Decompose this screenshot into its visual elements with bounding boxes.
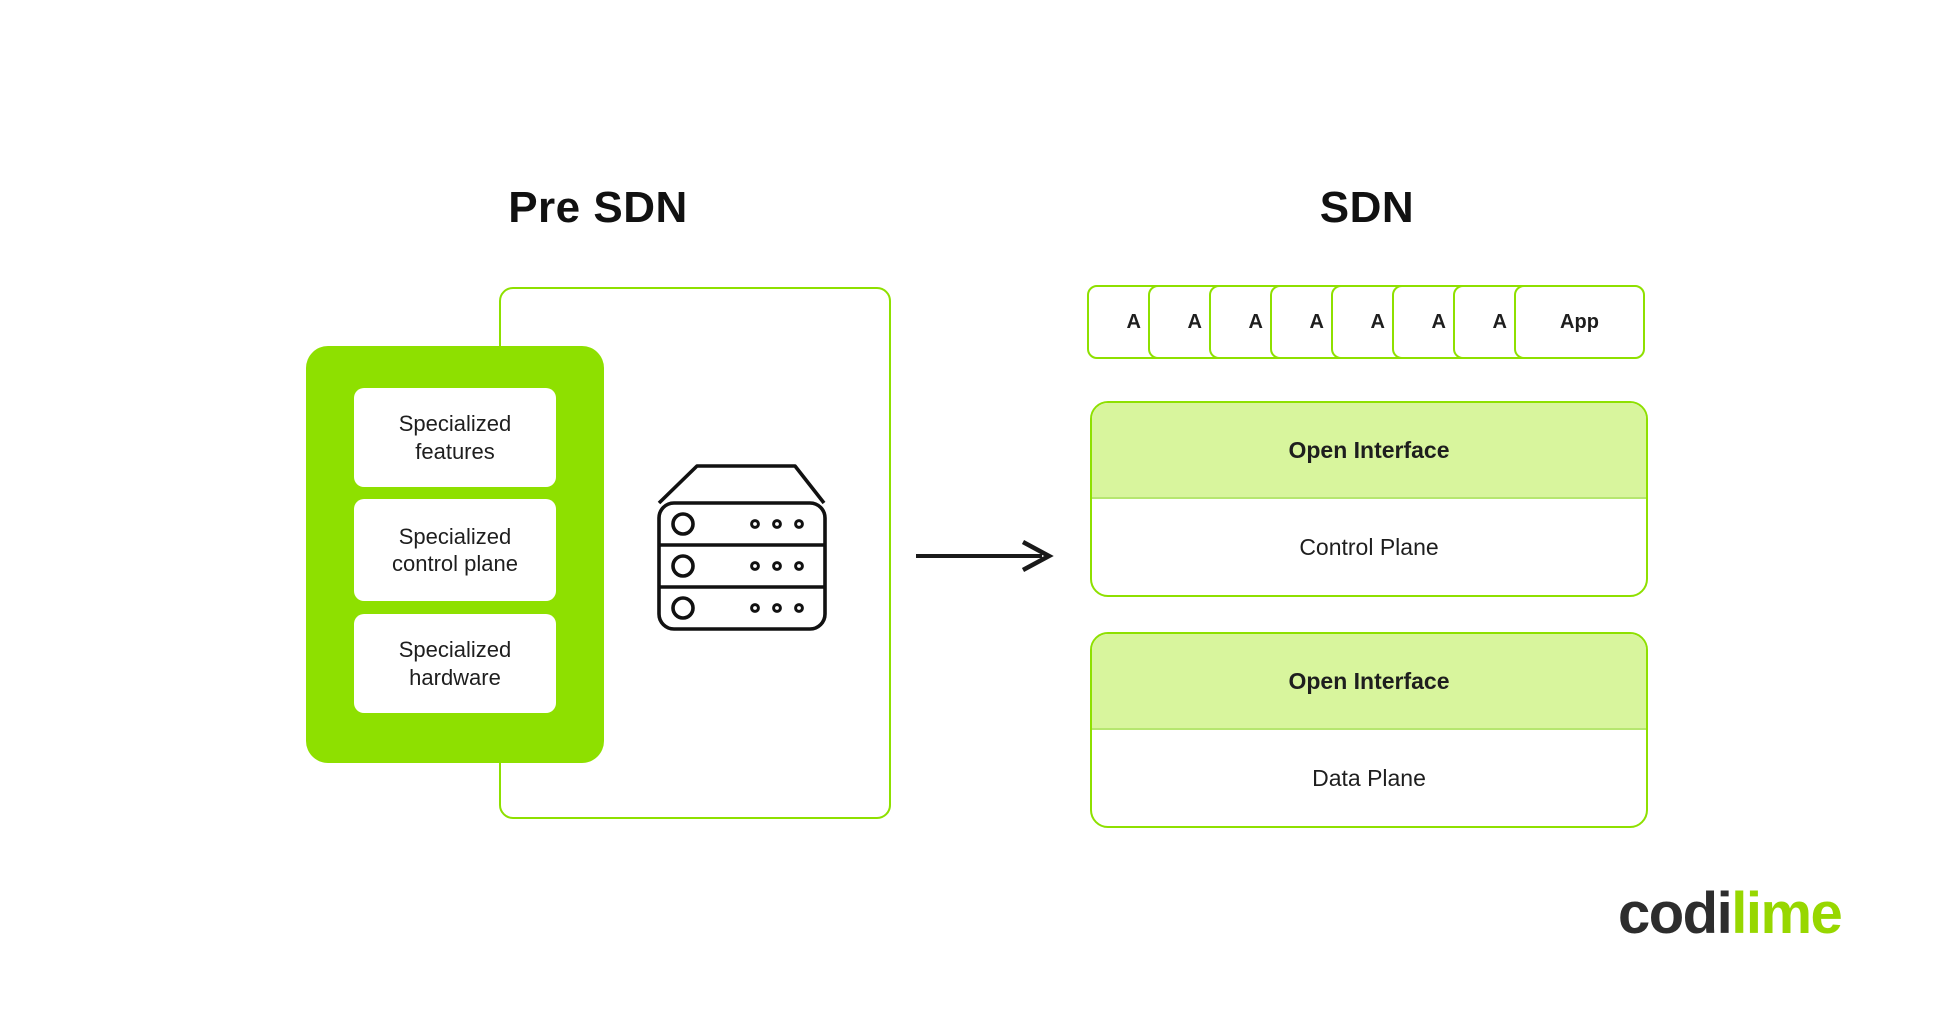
sdn-title: SDN [1319,183,1415,232]
pre-sdn-title: Pre SDN [508,183,688,232]
specialized-stack-box: Specialized features Specialized control… [306,346,604,763]
app-box-label: A [1370,310,1385,333]
open-interface-header: Open Interface [1092,634,1646,730]
app-box-label: A [1126,310,1141,333]
app-box-label: A [1187,310,1202,333]
app-box-label: A [1248,310,1263,333]
app-box-label: A [1431,310,1446,333]
stack-card-specialized-control-plane: Specialized control plane [354,499,556,601]
server-icon [657,464,827,631]
app-box: App [1514,285,1645,359]
data-plane-block: Open Interface Data Plane [1090,632,1648,828]
data-plane-label: Data Plane [1312,764,1426,791]
open-interface-header: Open Interface [1092,403,1646,499]
codilime-logo-codi: codi [1618,881,1733,946]
app-box-label: App [1560,310,1599,333]
control-plane-block: Open Interface Control Plane [1090,401,1648,597]
stack-card-specialized-features: Specialized features [354,388,556,487]
app-box-label: A [1309,310,1324,333]
control-plane-label: Control Plane [1299,533,1439,560]
app-box-label: A [1492,310,1507,333]
right-arrow-icon [916,540,1054,572]
codilime-logo-lime: lime [1731,881,1843,946]
stack-card-specialized-hardware: Specialized hardware [354,614,556,713]
codilime-logo: codilime [1618,880,1843,947]
